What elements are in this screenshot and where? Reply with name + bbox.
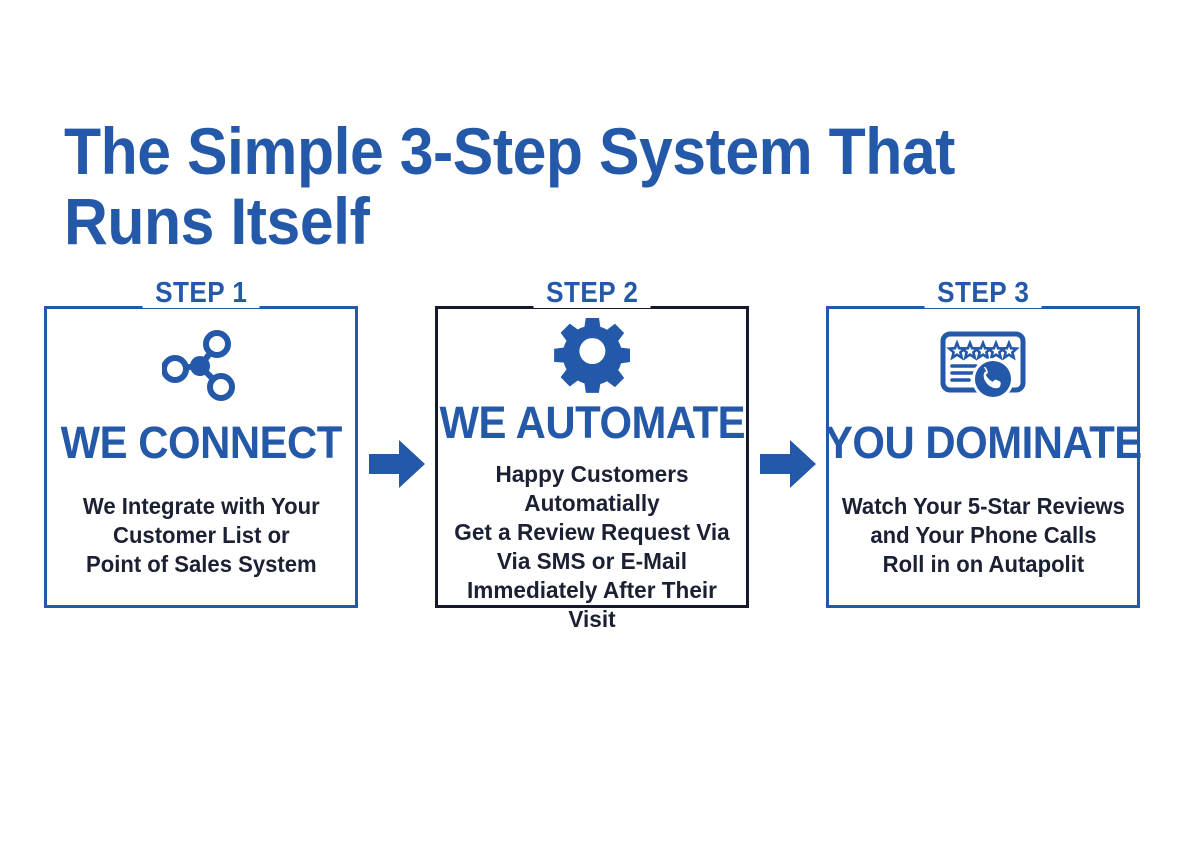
step-1-heading: WE CONNECT	[60, 417, 342, 468]
arrow-step1-to-step2-icon	[368, 440, 425, 488]
step-3-label: STEP 3	[924, 278, 1042, 308]
step-1-icon-slot	[162, 318, 240, 414]
step-1-description: We Integrate with Your Customer List or …	[82, 493, 320, 577]
arrow-step2-to-step3-icon	[759, 440, 816, 488]
step-card-2-body: WE AUTOMATE Happy Customers Automatially…	[435, 306, 749, 632]
review-card-phone-icon	[940, 331, 1026, 400]
arrow-gap-2	[749, 278, 826, 608]
step-2-heading: WE AUTOMATE	[439, 397, 745, 448]
step-3-icon-slot	[931, 318, 1035, 414]
step-card-1-body: WE CONNECT We Integrate with Your Custom…	[44, 306, 358, 608]
arrow-gap-1	[358, 278, 435, 608]
step-3-heading: YOU DOMINATE	[824, 417, 1142, 468]
step-2-icon-slot	[554, 318, 630, 394]
network-nodes-icon	[162, 330, 235, 401]
step-card-1: STEP 1 WE CONNECT We Integrat	[44, 278, 358, 608]
step-3-description: Watch Your 5-Star Reviews and Your Phone…	[841, 493, 1125, 577]
step-1-label: STEP 1	[142, 278, 260, 308]
step-card-3: STEP 3	[824, 278, 1142, 608]
page-title: The Simple 3-Step System That Runs Itsel…	[64, 114, 955, 259]
step-2-label: STEP 2	[533, 278, 651, 308]
step-card-2: STEP 2 WE AUTOMATE Happy Customers Autom…	[435, 278, 749, 632]
step-card-3-body: YOU DOMINATE Watch Your 5-Star Reviews a…	[824, 306, 1142, 608]
steps-container: STEP 1 WE CONNECT We Integrat	[44, 278, 1142, 632]
gear-icon	[554, 318, 630, 393]
step-2-description: Happy Customers Automatially Get a Revie…	[454, 461, 730, 632]
